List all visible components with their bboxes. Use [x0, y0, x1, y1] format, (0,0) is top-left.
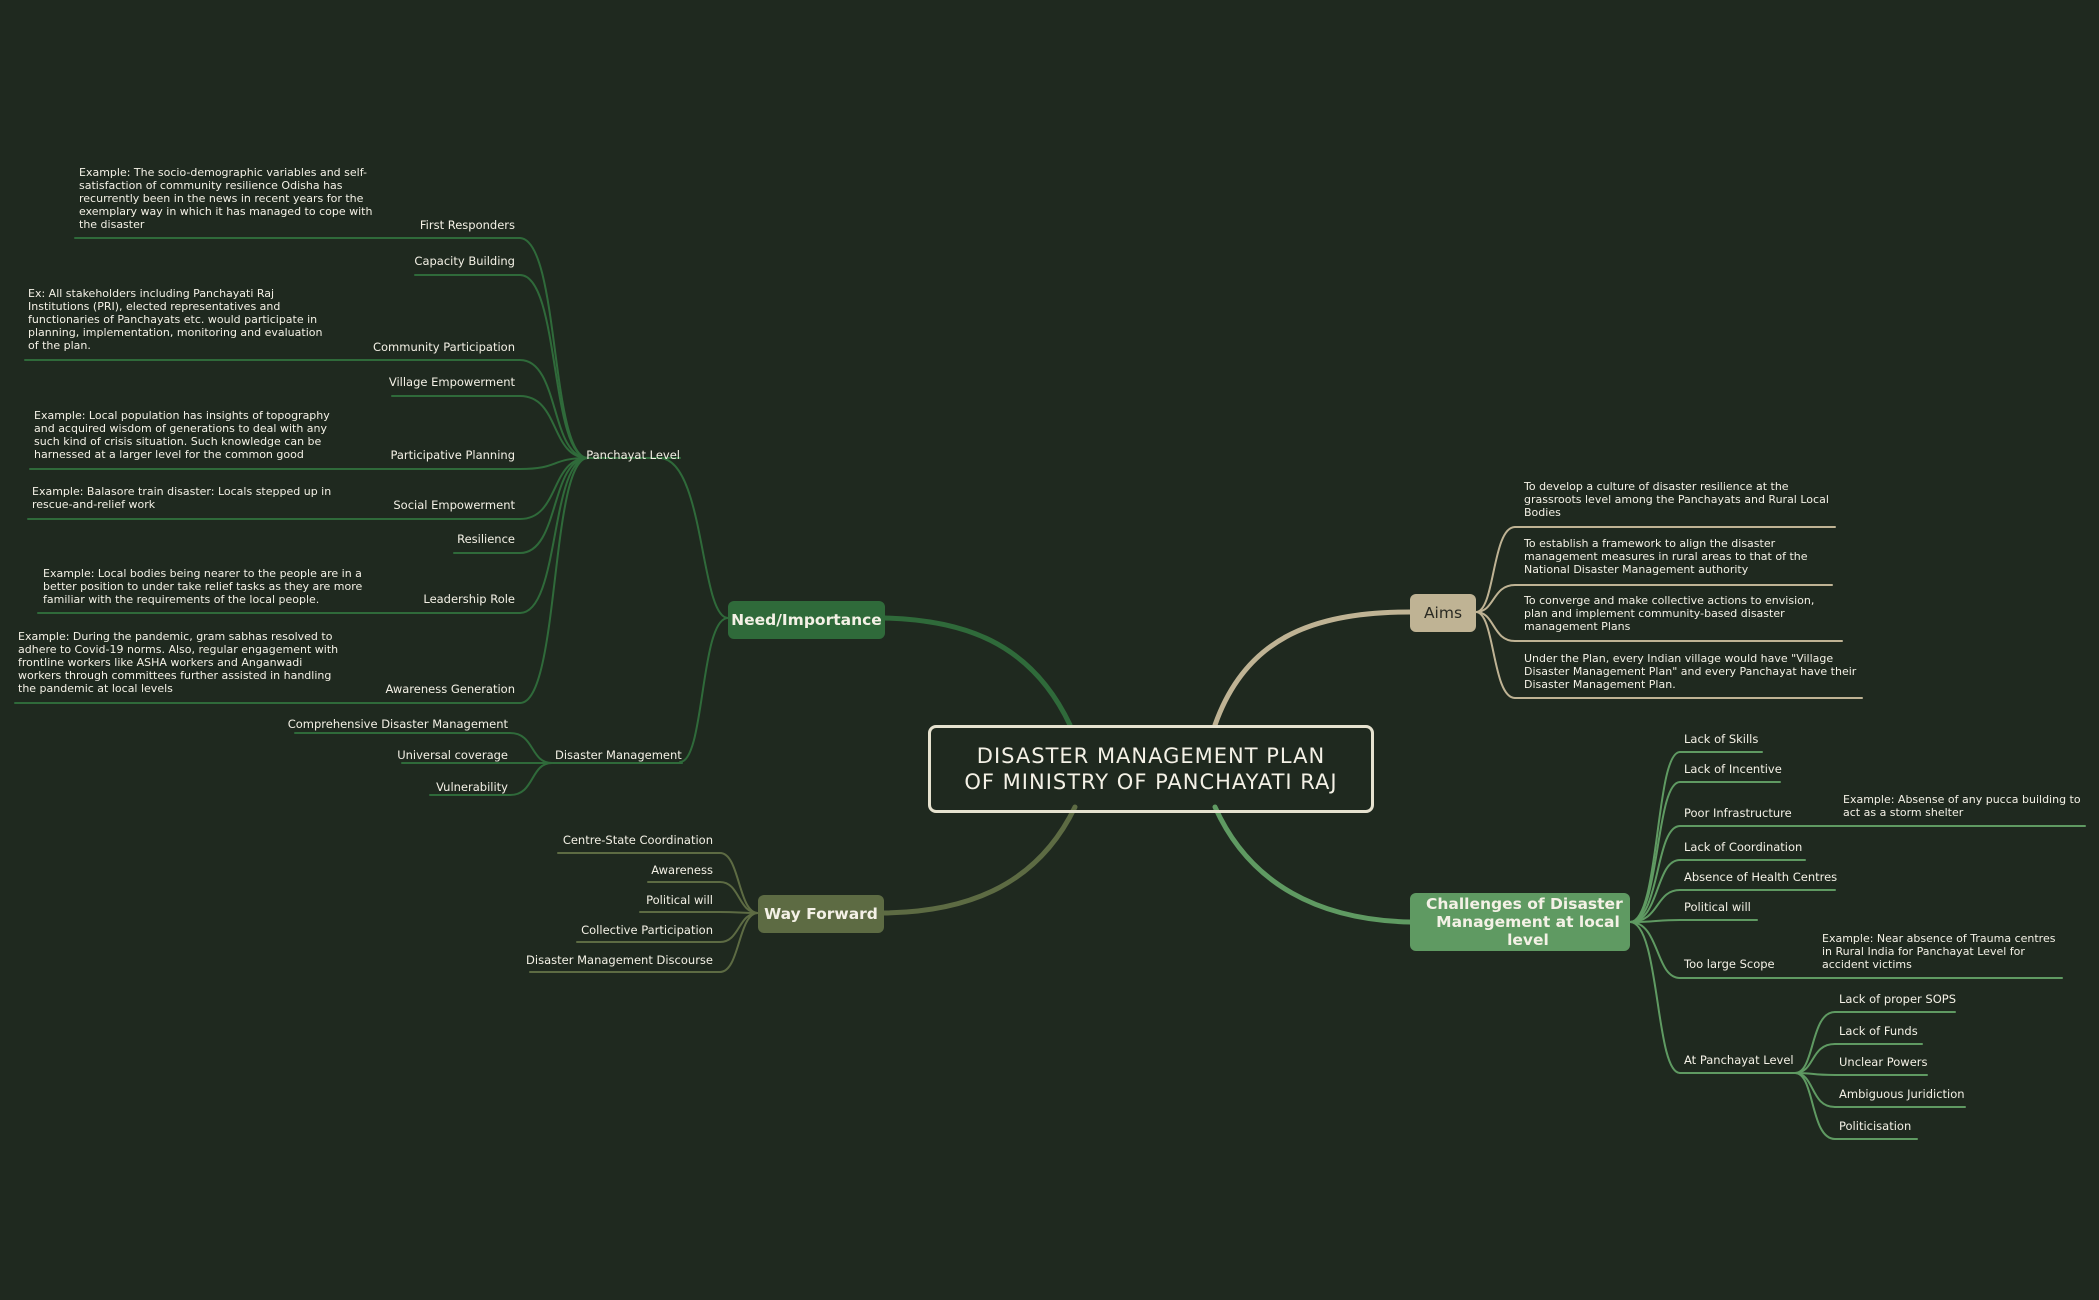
aim-collective-actions[interactable]: To converge and make collective actions … [1524, 594, 1815, 633]
topic-challenges-line1: Challenges of Disaster [1426, 895, 1623, 913]
note-community-participation: Ex: All stakeholders including Panchayat… [28, 287, 323, 352]
item-lack-of-funds[interactable]: Lack of Funds [1839, 1024, 1918, 1038]
aim-village-plan[interactable]: Under the Plan, every Indian village wou… [1524, 652, 1857, 691]
subtopic-panchayat-level[interactable]: Panchayat Level [586, 448, 680, 462]
item-awareness[interactable]: Awareness [651, 863, 713, 877]
note-poor-infrastructure: Example: Absense of any pucca building t… [1843, 793, 2081, 819]
note-too-large-scope: Example: Near absence of Trauma centres … [1822, 932, 2056, 971]
item-comprehensive-disaster-management[interactable]: Comprehensive Disaster Management [287, 717, 508, 731]
item-unclear-powers[interactable]: Unclear Powers [1839, 1055, 1928, 1069]
item-participative-planning[interactable]: Participative Planning [390, 448, 515, 462]
aim-framework-alignment[interactable]: To establish a framework to align the di… [1524, 537, 1808, 576]
item-leadership-role[interactable]: Leadership Role [423, 592, 515, 606]
item-capacity-building[interactable]: Capacity Building [414, 254, 515, 268]
note-awareness-generation: Example: During the pandemic, gram sabha… [18, 630, 339, 695]
item-awareness-generation[interactable]: Awareness Generation [385, 682, 515, 696]
central-topic-line2: OF MINISTRY OF PANCHAYATI RAJ [964, 770, 1338, 794]
topic-need-importance[interactable]: Need/Importance [728, 601, 885, 639]
branch-aims [1212, 609, 1413, 728]
branch-need [882, 615, 1073, 728]
item-poor-infrastructure[interactable]: Poor Infrastructure [1684, 806, 1792, 820]
note-leadership-role: Example: Local bodies being nearer to th… [43, 567, 363, 606]
aim-resilience-culture[interactable]: To develop a culture of disaster resilie… [1524, 480, 1829, 519]
item-absence-of-health-centres[interactable]: Absence of Health Centres [1684, 870, 1838, 884]
item-community-participation[interactable]: Community Participation [372, 340, 515, 354]
item-village-empowerment[interactable]: Village Empowerment [388, 375, 515, 389]
item-disaster-management-discourse[interactable]: Disaster Management Discourse [526, 953, 713, 967]
item-political-will[interactable]: Political will [646, 893, 713, 907]
item-lack-of-proper-sops[interactable]: Lack of proper SOPS [1839, 992, 1956, 1006]
note-participative-planning: Example: Local population has insights o… [34, 409, 330, 461]
item-universal-coverage[interactable]: Universal coverage [397, 748, 508, 762]
subtopic-disaster-management[interactable]: Disaster Management [555, 748, 682, 762]
item-lack-of-incentive[interactable]: Lack of Incentive [1684, 762, 1782, 776]
topic-challenges-line2: Management at local level [1436, 913, 1620, 949]
central-topic-line1: DISASTER MANAGEMENT PLAN [976, 744, 1326, 768]
item-centre-state-coordination[interactable]: Centre-State Coordination [562, 833, 713, 847]
topic-aims[interactable]: Aims [1410, 594, 1476, 632]
branch-way-forward [881, 804, 1078, 916]
central-topic[interactable]: DISASTER MANAGEMENT PLAN OF MINISTRY OF … [928, 725, 1374, 813]
item-resilience[interactable]: Resilience [457, 532, 515, 546]
item-ambiguous-juridiction[interactable]: Ambiguous Juridiction [1839, 1087, 1965, 1101]
note-social-empowerment: Example: Balasore train disaster: Locals… [32, 485, 332, 511]
item-lack-of-skills[interactable]: Lack of Skills [1684, 732, 1759, 746]
topic-challenges[interactable]: Challenges of Disaster Management at loc… [1410, 893, 1630, 951]
item-at-panchayat-level[interactable]: At Panchayat Level [1684, 1053, 1794, 1067]
item-lack-of-coordination[interactable]: Lack of Coordination [1684, 840, 1803, 854]
item-vulnerability[interactable]: Vulnerability [436, 780, 508, 794]
item-politicisation[interactable]: Politicisation [1839, 1119, 1912, 1133]
item-social-empowerment[interactable]: Social Empowerment [393, 498, 515, 512]
note-first-responders: Example: The socio-demographic variables… [79, 166, 373, 231]
topic-way-forward[interactable]: Way Forward [758, 895, 884, 933]
item-too-large-scope[interactable]: Too large Scope [1684, 957, 1775, 971]
item-collective-participation[interactable]: Collective Participation [581, 923, 713, 937]
branch-challenges [1212, 804, 1413, 925]
item-first-responders[interactable]: First Responders [419, 218, 515, 232]
item-political-will-challenge[interactable]: Political will [1684, 900, 1751, 914]
